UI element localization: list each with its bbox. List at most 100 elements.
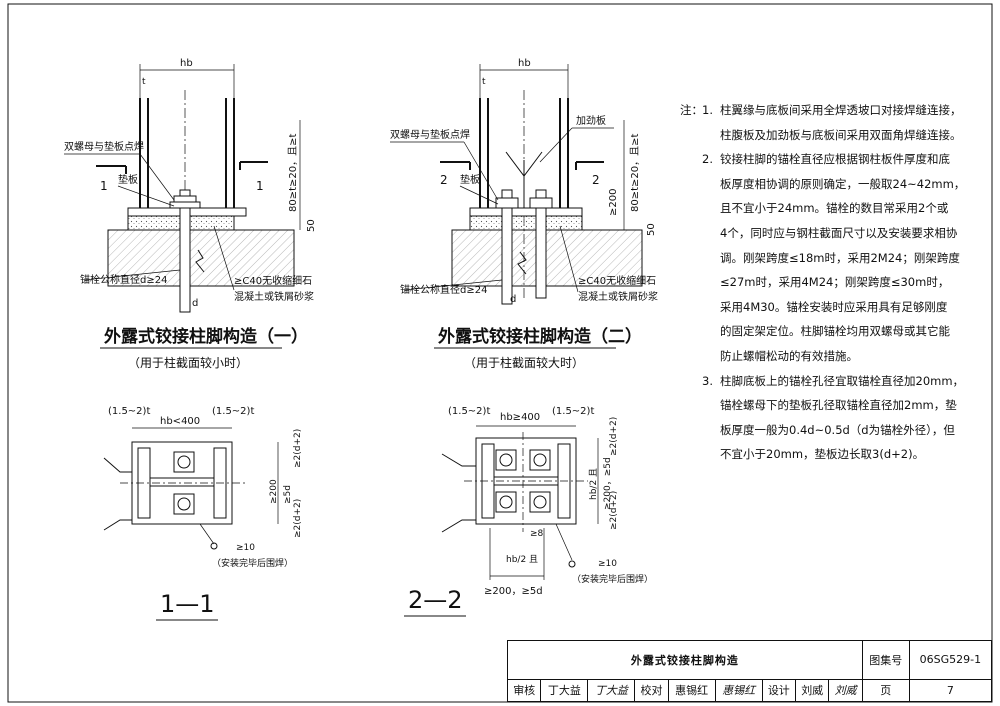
d2-dim-200: ≥200 xyxy=(608,189,619,216)
check-signature: 惠锡红 xyxy=(714,678,763,703)
note-text: 采用4M30。锚栓安装时应采用具有足够刚度 xyxy=(720,299,948,314)
s2-dim-mid-a: hb/2 且 xyxy=(588,468,599,500)
note-text: 调。刚架跨度≤18m时，采用2M24；刚架跨度 xyxy=(720,250,960,265)
note-label xyxy=(680,147,702,172)
s2-dim-weld: ≥10 xyxy=(598,559,617,569)
title-block: 外露式铰接柱脚构造 图集号 06SG529-1 审核 丁大益 丁大益 校对 惠锡… xyxy=(506,640,993,703)
d1-hb-label: hb xyxy=(180,58,193,69)
s2-dim-hb2: hb/2 且 xyxy=(506,554,538,565)
note-line: 且不宜小于24mm。锚栓的数目常采用2个或 xyxy=(680,196,980,221)
s1-dim-mid-b: ≥5d xyxy=(283,485,293,504)
atlas-no: 06SG529-1 xyxy=(908,640,993,680)
note-text: 不宜小于20mm，垫板边长取3(d+2)。 xyxy=(720,447,925,462)
note-label xyxy=(680,442,702,467)
d1-dim-50: 50 xyxy=(306,219,317,232)
s1-dim-edge-r: (1.5~2)t xyxy=(212,406,254,417)
d1-label-double-nut: 双螺母与垫板点焊 xyxy=(64,140,144,153)
s2-dim-bot: ≥2(d+2) xyxy=(609,491,619,530)
d1-title: 外露式铰接柱脚构造（一） xyxy=(104,326,308,347)
note-label xyxy=(680,221,702,246)
note-line: 板厚度一般为0.4d~0.5d（d为锚栓外径），但 xyxy=(680,418,980,443)
note-line: ≤27m时，采用4M24；刚架跨度≤30m时， xyxy=(680,270,980,295)
note-number xyxy=(702,123,720,148)
s2-dim-edge-l: (1.5~2)t xyxy=(448,406,490,417)
detail-2-elevation: hb t 2 2 双螺母与垫板点焊 加劲板 垫板 锚栓公称直径d≥24 ≥C40… xyxy=(390,58,658,370)
d2-label-stiffener: 加劲板 xyxy=(576,114,606,127)
d2-subtitle: （用于柱截面较大时） xyxy=(464,355,584,370)
note-text: ≤27m时，采用4M24；刚架跨度≤30m时， xyxy=(720,275,950,290)
s1-label: 1—1 xyxy=(160,590,215,618)
note-text: 防止螺帽松动的有效措施。 xyxy=(720,348,858,363)
note-number xyxy=(702,442,720,467)
note-label xyxy=(680,369,702,394)
note-text: 板厚度一般为0.4d~0.5d（d为锚栓外径），但 xyxy=(720,422,955,437)
note-line: 3. 柱脚底板上的锚栓孔径宜取锚栓直径加20mm， xyxy=(680,369,980,394)
review-label: 审核 xyxy=(506,678,542,703)
d1-d: d xyxy=(192,298,198,309)
note-number xyxy=(702,319,720,344)
d2-label-grout-2: 混凝土或铁屑砂浆 xyxy=(578,290,658,303)
note-label xyxy=(680,344,702,369)
d2-label-double-nut: 双螺母与垫板点焊 xyxy=(390,128,470,141)
note-number: 1. xyxy=(702,103,713,117)
note-text: 铰接柱脚的锚栓直径应根据钢柱板件厚度和底 xyxy=(720,152,950,167)
note-number xyxy=(702,196,720,221)
d1-subtitle: （用于柱截面较小时） xyxy=(128,355,248,370)
notes-block: 注：1. 柱翼缘与底板间采用全焊透坡口对接焊缝连接， 柱腹板及加劲板与底板间采用双面… xyxy=(680,98,980,467)
d1-t-label: t xyxy=(142,77,146,87)
s1-dim-mid-a: ≥200 xyxy=(269,479,279,504)
d2-t-label: t xyxy=(482,77,486,87)
d2-title: 外露式铰接柱脚构造（二） xyxy=(438,326,642,347)
note-text: 板厚度相协调的原则确定，一般取24~42mm， xyxy=(720,176,966,191)
design-signature: 刘威 xyxy=(828,678,863,703)
note-number xyxy=(702,221,720,246)
d1-label-washer: 垫板 xyxy=(118,173,138,186)
note-label xyxy=(680,196,702,221)
note-text: 锚栓螺母下的垫板孔径取锚栓直径加2mm，垫 xyxy=(720,398,957,413)
note-text: 4个，同时应与钢柱截面尺寸以及安装要求相协 xyxy=(720,225,958,240)
d1-label-grout-1: ≥C40无收缩细石 xyxy=(234,274,312,287)
note-number xyxy=(702,270,720,295)
note-label xyxy=(680,172,702,197)
note-line: 柱腹板及加劲板与底板间采用双面角焊缝连接。 xyxy=(680,123,980,148)
note-line: 采用4M30。锚栓安装时应采用具有足够刚度 xyxy=(680,295,980,320)
review-name: 丁大益 xyxy=(540,678,589,703)
note-line: 的固定架定位。柱脚锚栓均用双螺母或其它能 xyxy=(680,319,980,344)
s1-dim-top: ≥2(d+2) xyxy=(293,429,303,468)
note-number: 3. xyxy=(702,373,713,388)
s1-dim-bot: ≥2(d+2) xyxy=(293,499,303,538)
note-label xyxy=(680,270,702,295)
note-label xyxy=(680,123,702,148)
page-no: 7 xyxy=(908,678,993,703)
note-number xyxy=(702,393,720,418)
d2-cut-right: 2 xyxy=(592,173,600,187)
note-number: 2. xyxy=(702,152,713,167)
d1-label-anchor: 锚栓公称直径d≥24 xyxy=(80,273,167,286)
s1-note-weld: （安装完毕后围焊） xyxy=(212,557,293,569)
check-name: 惠锡红 xyxy=(667,678,716,703)
note-label xyxy=(680,295,702,320)
detail-1-elevation: hb t 1 1 双螺母与垫板点焊 垫板 锚栓公称直径d≥24 ≥C40无收缩细… xyxy=(64,58,317,370)
note-number xyxy=(702,344,720,369)
note-line: 调。刚架跨度≤18m时，采用2M24；刚架跨度 xyxy=(680,246,980,271)
d2-cut-left: 2 xyxy=(440,173,448,187)
note-label xyxy=(680,418,702,443)
design-name: 刘威 xyxy=(794,678,830,703)
note-line: 防止螺帽松动的有效措施。 xyxy=(680,344,980,369)
note-number xyxy=(702,295,720,320)
note-text: 柱翼缘与底板间采用全焊透坡口对接焊缝连接， xyxy=(720,103,962,117)
s1-dim-weld: ≥10 xyxy=(236,543,255,553)
d2-dim-50: 50 xyxy=(646,223,657,236)
atlas-label: 图集号 xyxy=(861,640,910,680)
s1-dim-edge-l: (1.5~2)t xyxy=(108,406,150,417)
note-line: 板厚度相协调的原则确定，一般取24~42mm， xyxy=(680,172,980,197)
note-label: 注： xyxy=(680,103,703,117)
check-label: 校对 xyxy=(634,678,669,703)
note-line: 4个，同时应与钢柱截面尺寸以及安装要求相协 xyxy=(680,221,980,246)
d1-dim-plate: 80≥t≥20，且≥t xyxy=(287,133,299,212)
note-line: 锚栓螺母下的垫板孔径取锚栓直径加2mm，垫 xyxy=(680,393,980,418)
d2-label-anchor: 锚栓公称直径d≥24 xyxy=(400,283,487,296)
note-text: 柱脚底板上的锚栓孔径宜取锚栓直径加20mm， xyxy=(720,373,965,388)
s2-dim-bottom: ≥200，≥5d xyxy=(484,586,543,597)
s2-dim-edge-r: (1.5~2)t xyxy=(552,406,594,417)
